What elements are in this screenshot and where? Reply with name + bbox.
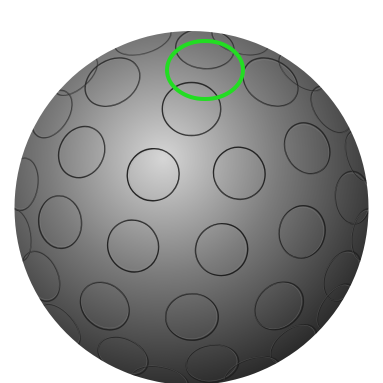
sphere-viewport[interactable] xyxy=(0,0,383,383)
sphere-canvas xyxy=(0,0,383,383)
